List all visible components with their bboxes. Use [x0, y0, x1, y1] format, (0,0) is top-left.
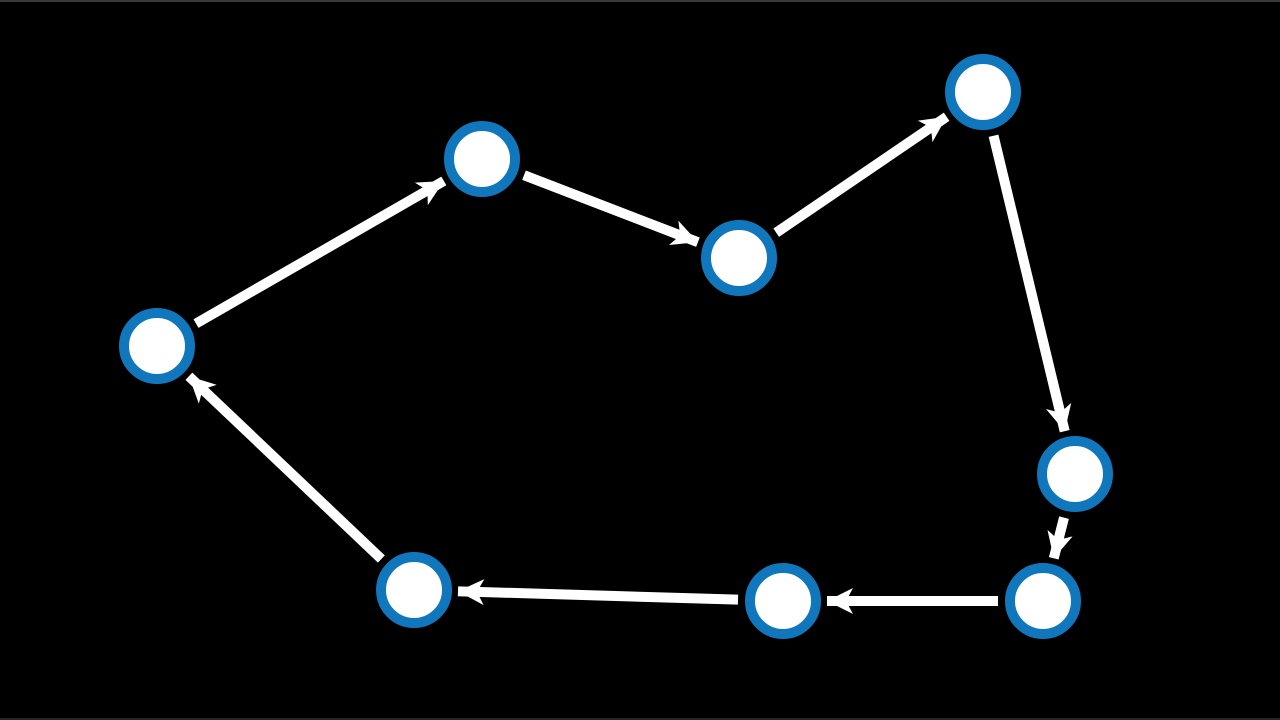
graph-edge-node-middle-to-node-top-right: [773, 112, 950, 237]
graph-edge-node-top-left-to-node-middle: [522, 170, 700, 247]
graph-edge-node-bottom-left-to-node-left: [185, 372, 385, 563]
graph-node-middle: [701, 220, 777, 296]
graph-node-left: [119, 308, 195, 384]
frame-top-line: [0, 0, 1280, 2]
graph-node-bottom-middle: [745, 563, 821, 639]
graph-node-bottom-left: [376, 552, 452, 628]
graph-node-top-right: [945, 54, 1021, 130]
frame-bottom-line: [0, 718, 1280, 720]
graph-edge-node-right-to-node-bottom-right: [1047, 516, 1073, 560]
nodes-layer: [119, 54, 1113, 639]
graph-edge-node-left-to-node-top-left: [193, 176, 447, 328]
graph-node-bottom-right: [1005, 563, 1081, 639]
graph-edge-node-top-right-to-node-right: [988, 134, 1072, 433]
graph-edge-node-bottom-middle-to-node-bottom-left: [457, 579, 739, 606]
graph-node-right: [1037, 436, 1113, 512]
graph-node-top-left: [444, 121, 520, 197]
edges-layer: [185, 112, 1073, 614]
